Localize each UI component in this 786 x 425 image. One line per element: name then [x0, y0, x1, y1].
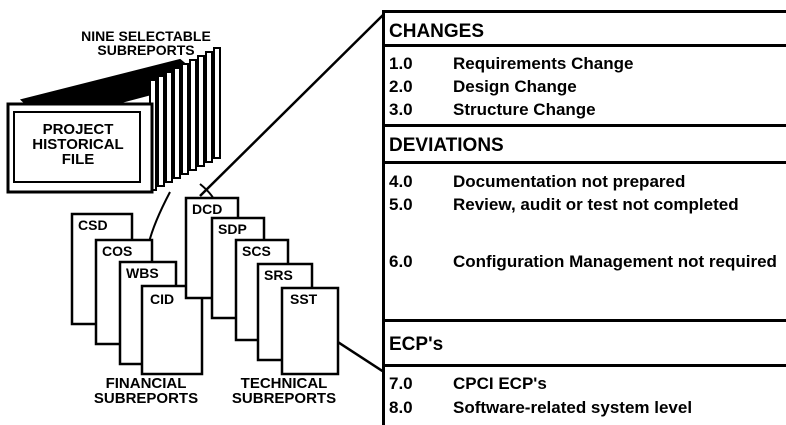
- doc-label-wbs: WBS: [124, 266, 161, 280]
- doc-label-sst: SST: [288, 292, 319, 306]
- top-label: NINE SELECTABLE SUBREPORTS: [58, 29, 234, 57]
- top-label-line2: SUBREPORTS: [58, 43, 234, 57]
- item-text: Configuration Management not required: [453, 251, 782, 273]
- item-text: Structure Change: [453, 99, 782, 121]
- technical-caption-line1: TECHNICAL: [214, 376, 354, 391]
- changes-header: CHANGES: [385, 13, 786, 47]
- project-file-label: PROJECT HISTORICAL FILE: [16, 122, 140, 167]
- item-number: 4.0: [389, 171, 449, 193]
- ecps-header: ECP's: [385, 319, 786, 367]
- project-file-line3: FILE: [16, 152, 140, 167]
- doc-label-cid: CID: [148, 292, 176, 306]
- item-number: 8.0: [389, 397, 449, 419]
- item-number: 2.0: [389, 76, 449, 98]
- project-file-line2: HISTORICAL: [16, 137, 140, 152]
- item-text: Review, audit or test not completed: [453, 194, 782, 216]
- item-text: Design Change: [453, 76, 782, 98]
- technical-caption: TECHNICAL SUBREPORTS: [214, 376, 354, 406]
- doc-label-dcd: DCD: [190, 202, 224, 216]
- doc-label-srs: SRS: [262, 268, 295, 282]
- deviations-header: DEVIATIONS: [385, 124, 786, 164]
- doc-label-csd: CSD: [76, 218, 110, 232]
- financial-caption-line2: SUBREPORTS: [76, 391, 216, 406]
- item-text: Documentation not prepared: [453, 171, 782, 193]
- item-number: 3.0: [389, 99, 449, 121]
- financial-caption-line1: FINANCIAL: [76, 376, 216, 391]
- doc-label-scs: SCS: [240, 244, 273, 258]
- financial-caption: FINANCIAL SUBREPORTS: [76, 376, 216, 406]
- item-text: Requirements Change: [453, 53, 782, 75]
- technical-caption-line2: SUBREPORTS: [214, 391, 354, 406]
- doc-label-cos: COS: [100, 244, 134, 258]
- financial-doc-pages: [72, 214, 202, 374]
- item-number: 1.0: [389, 53, 449, 75]
- technical-doc-pages: [186, 198, 338, 374]
- item-number: 7.0: [389, 373, 449, 395]
- doc-label-sdp: SDP: [216, 222, 249, 236]
- item-number: 6.0: [389, 251, 449, 273]
- top-label-line1: NINE SELECTABLE: [58, 29, 234, 43]
- item-text: Software-related system level: [453, 397, 782, 419]
- item-number: 5.0: [389, 194, 449, 216]
- item-text: CPCI ECP's: [453, 373, 782, 395]
- project-file-line1: PROJECT: [16, 122, 140, 137]
